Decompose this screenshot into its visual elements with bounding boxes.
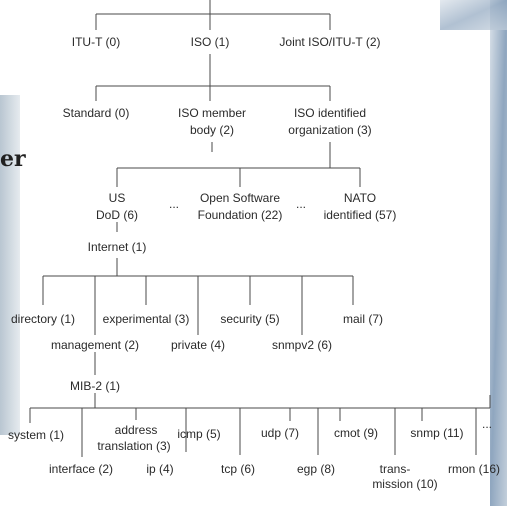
node-mib-2: MIB-2 (1) bbox=[70, 379, 120, 393]
tree-labels: ITU-T (0) ISO (1) Joint ISO/ITU-T (2) St… bbox=[8, 35, 500, 491]
node-transmission-line2: mission (10) bbox=[372, 477, 437, 491]
node-interface: interface (2) bbox=[49, 462, 113, 476]
node-snmp: snmp (11) bbox=[410, 426, 463, 440]
node-udp: udp (7) bbox=[261, 426, 299, 440]
node-system: system (1) bbox=[8, 428, 64, 442]
node-icmp: icmp (5) bbox=[177, 427, 220, 441]
node-snmpv2: snmpv2 (6) bbox=[272, 338, 332, 352]
node-nato-line1: NATO bbox=[344, 191, 376, 205]
node-address-translation-line2: translation (3) bbox=[97, 439, 170, 453]
node-tcp: tcp (6) bbox=[221, 462, 255, 476]
ellipsis-c: ... bbox=[482, 417, 492, 431]
node-iso: ISO (1) bbox=[191, 35, 230, 49]
node-standard: Standard (0) bbox=[63, 106, 130, 120]
ellipsis-a: ... bbox=[169, 197, 179, 211]
node-rmon: rmon (16) bbox=[448, 462, 500, 476]
node-osf-line1: Open Software bbox=[200, 191, 280, 205]
node-itu-t: ITU-T (0) bbox=[72, 35, 120, 49]
node-iso-member-body-line2: body (2) bbox=[190, 123, 234, 137]
node-transmission-line1: trans- bbox=[380, 462, 411, 476]
node-iso-member-body-line1: ISO member bbox=[178, 106, 246, 120]
node-egp: egp (8) bbox=[297, 462, 335, 476]
node-us-dod-line2: DoD (6) bbox=[96, 208, 138, 222]
node-experimental: experimental (3) bbox=[103, 312, 190, 326]
tree-connectors bbox=[29, 0, 491, 457]
node-management: management (2) bbox=[51, 338, 139, 352]
ellipsis-b: ... bbox=[296, 197, 306, 211]
node-mail: mail (7) bbox=[343, 312, 383, 326]
node-joint-iso-itu-t: Joint ISO/ITU-T (2) bbox=[279, 35, 380, 49]
node-security: security (5) bbox=[220, 312, 279, 326]
node-us-dod-line1: US bbox=[109, 191, 126, 205]
node-private: private (4) bbox=[171, 338, 225, 352]
node-internet: Internet (1) bbox=[88, 240, 147, 254]
node-directory: directory (1) bbox=[11, 312, 75, 326]
side-heading-fragment: er bbox=[0, 146, 26, 172]
node-ip: ip (4) bbox=[146, 462, 173, 476]
node-osf-line2: Foundation (22) bbox=[198, 208, 283, 222]
node-cmot: cmot (9) bbox=[334, 426, 378, 440]
node-address-translation-line1: address bbox=[115, 423, 158, 437]
node-nato-line2: identified (57) bbox=[324, 208, 397, 222]
node-iso-identified-line2: organization (3) bbox=[288, 123, 371, 137]
node-iso-identified-line1: ISO identified bbox=[294, 106, 366, 120]
